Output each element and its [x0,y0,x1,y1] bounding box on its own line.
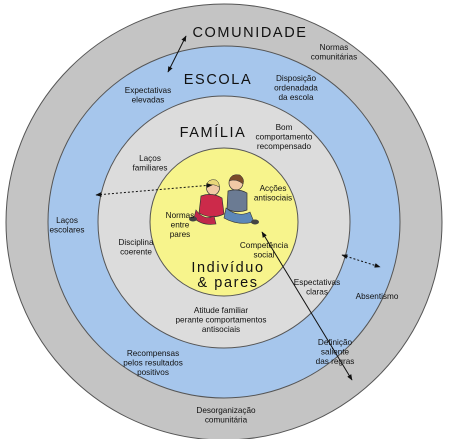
diagram-labels: COMUNIDADE ESCOLA FAMÍLIA Indivíduo& pares N… [49,25,398,425]
individual-title-line: Indivíduo [191,260,264,276]
social-competence-label-line: social [254,251,275,260]
school-expectations-label-line: elevadas [132,96,165,105]
peer-norms-label-line: pares [170,230,190,239]
community-title: COMUNIDADE [192,25,307,41]
school-rewards-label-line: positivos [137,368,169,377]
family-attitude-label-line: Atitude familiar [194,306,248,315]
family-title: FAMÍLIA [180,124,247,141]
family-discipline-label-line: coerente [120,248,152,257]
school-bonds-label-line: Laços [56,216,78,225]
school-disposition-label-line: Disposição [276,74,316,83]
family-attitude-label-line: perante comportamentos [175,316,266,325]
school-title: ESCOLA [184,72,252,88]
family-good-behavior-label-line: Bom [276,123,293,132]
individual-title-line: & pares [197,275,258,291]
school-rules-label-line: saliente [321,348,350,357]
social-competence-label-line: Competência [240,241,289,250]
school-rewards-label-line: Recompensas [127,349,179,358]
school-rules-label-line: das regras [316,357,355,366]
family-good-behavior-label-line: recompensado [257,142,312,151]
antisocial-actions-label-line: Acções [260,184,287,193]
school-bonds-label-line: escolares [49,226,84,235]
family-discipline-label-line: Disciplina [118,238,153,247]
family-bonds-label-line: familiares [132,164,167,173]
connection-arrows [95,35,381,381]
individual-title: Indivíduo& pares [191,260,264,291]
community-norms-label-line: comunitárias [311,53,357,62]
school-absenteeism-label: Absentismo [356,292,399,301]
school-absenteeism-label-line: Absentismo [356,292,399,301]
two-children-illustration [189,174,259,225]
family-clear-expectations-label-line: Espectativas [294,278,340,287]
community-norms-label-line: Normas [320,43,349,52]
antisocial-actions-label-line: antisociais [254,194,292,203]
school-disposition-label-line: da escola [278,93,313,102]
community-disorganization-label-line: Desorganização [196,406,256,415]
community-disorganization-label-line: comunitária [205,416,248,425]
family-good-behavior-label-line: comportamento [256,133,313,142]
family-attitude-label-line: antisociais [202,325,240,334]
school-rewards-label-line: pelos resultados [123,359,183,368]
school-rules-label-line: Definição [318,338,353,347]
peer-norms-label-line: entre [171,221,190,230]
school-disposition-label-line: ordenadada [274,84,318,93]
school-expectations-label-line: Expectativas [125,86,171,95]
family-bonds-label-line: Laços [139,154,161,163]
peer-norms-label-line: Normas [166,211,195,220]
family-clear-expectations-label-line: claras [306,288,328,297]
